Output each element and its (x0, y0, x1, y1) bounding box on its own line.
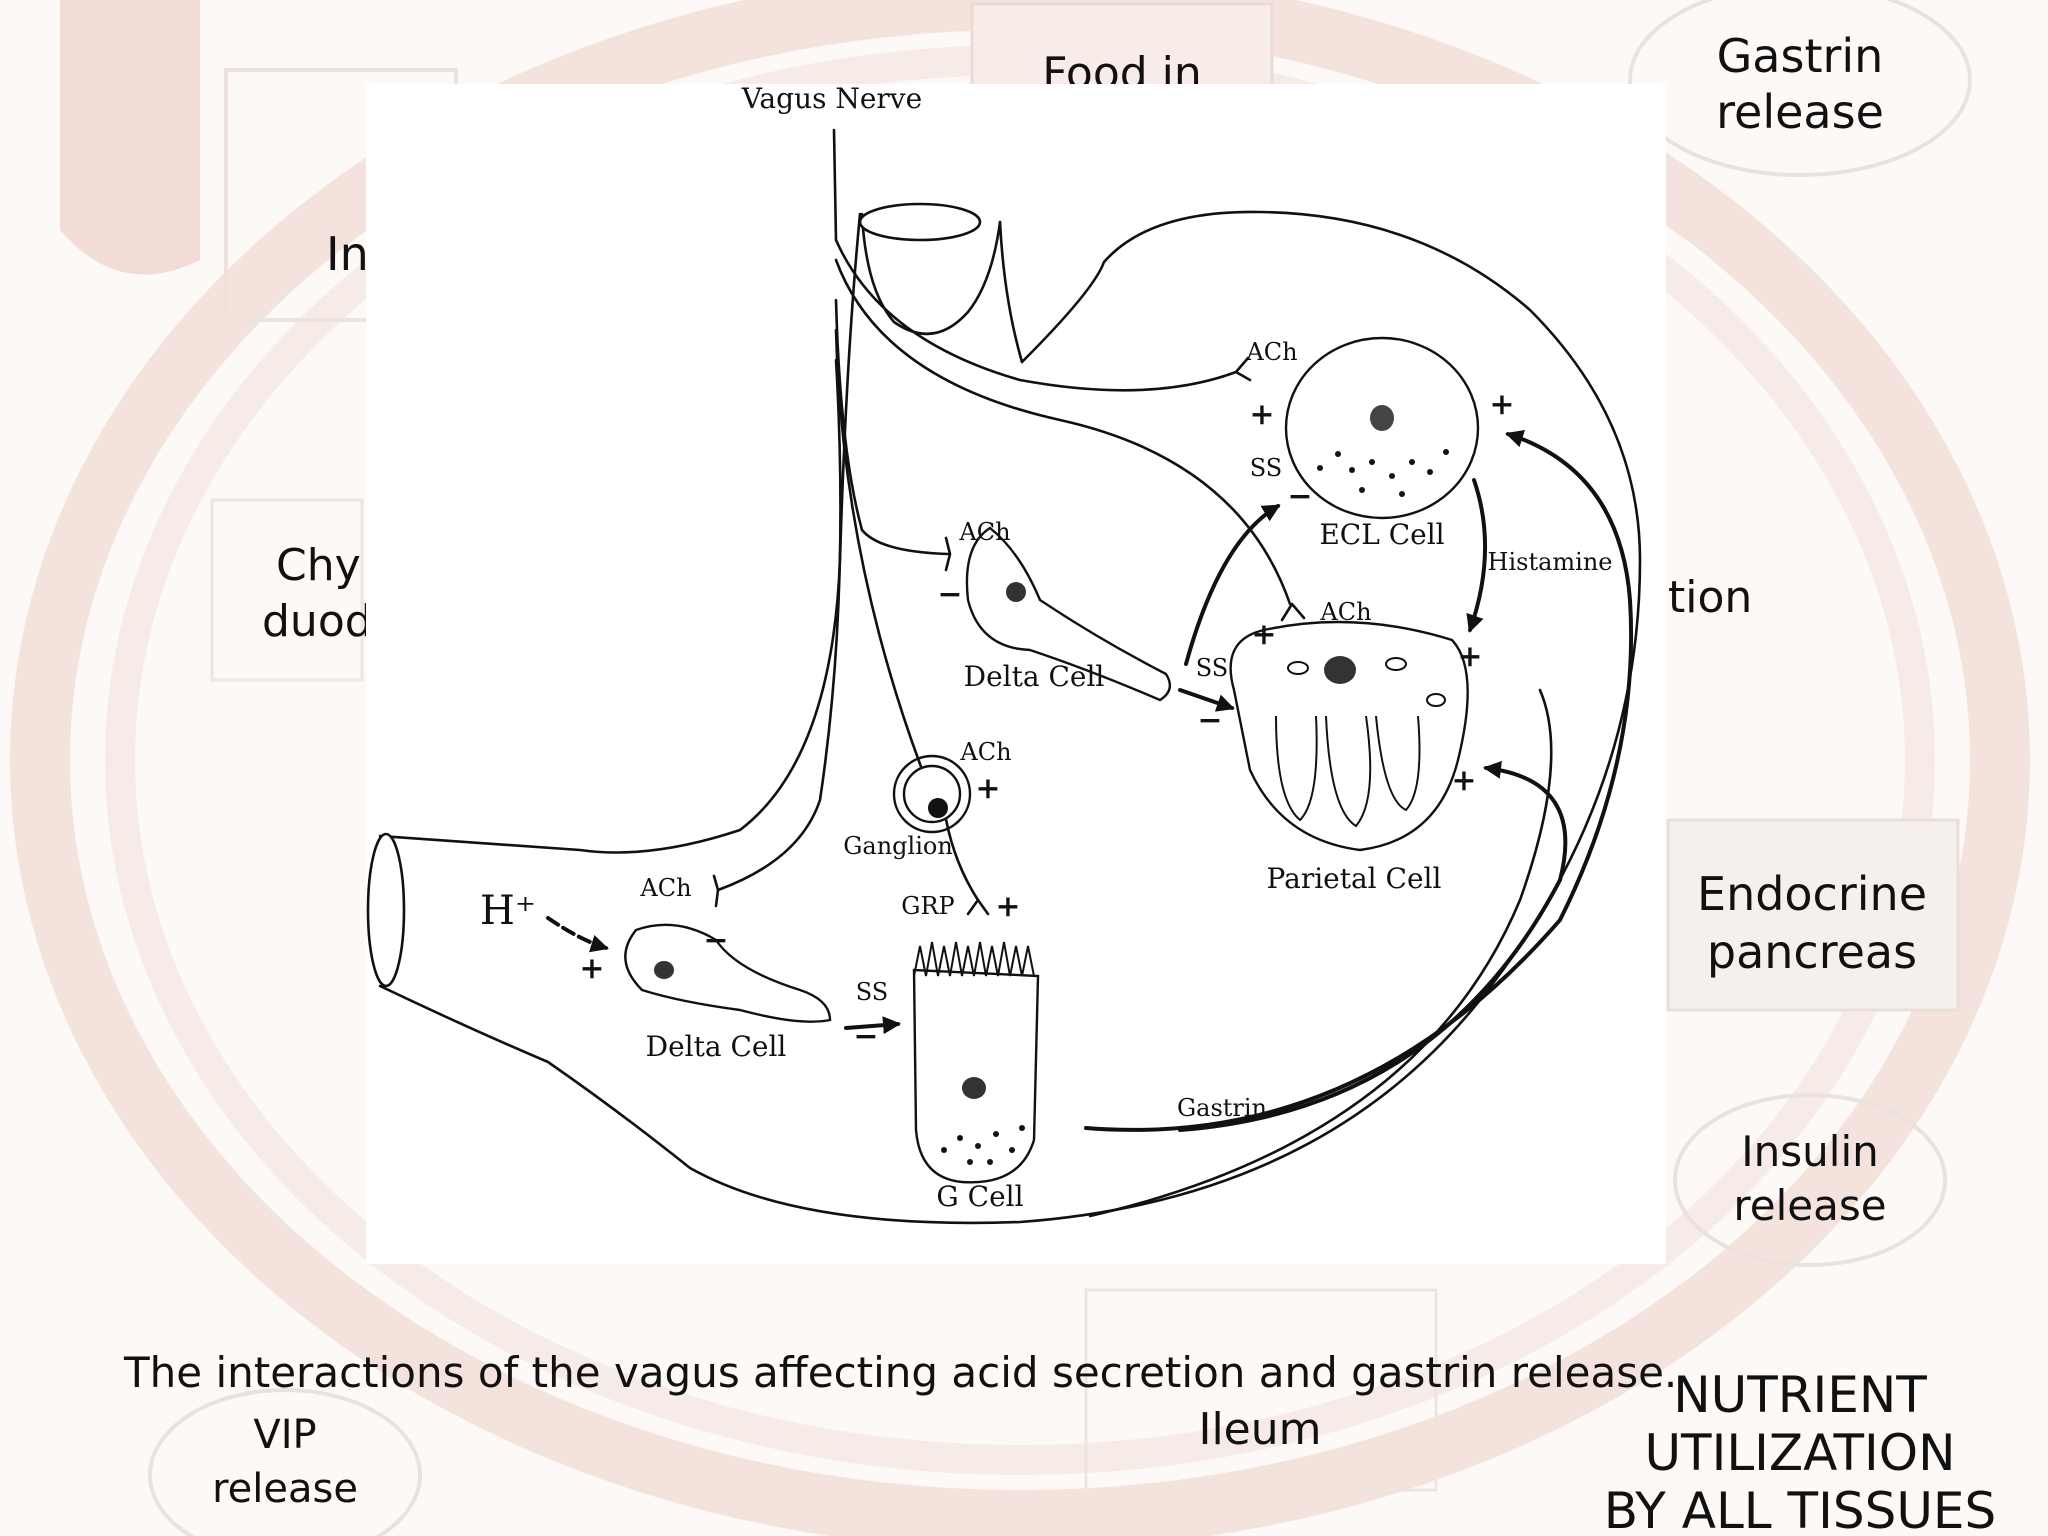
esophagus-left-wall (860, 212, 1002, 336)
gastrin-arrow-to-parietal (1178, 760, 1568, 1132)
sign-delta-lower-ach: − (703, 923, 728, 958)
ach-parietal-label: ACh (1319, 598, 1371, 626)
ganglion-label: Ganglion (843, 832, 953, 860)
vagus-branch-ecl (834, 238, 1238, 392)
delta-lower-nucleus (654, 961, 674, 979)
gastrin-arrow-to-ecl (1084, 430, 1634, 1132)
vagus-branch-delta-lower (716, 358, 842, 892)
sign-h-plus: + (579, 951, 604, 986)
bg-text-16: tion (1668, 572, 1752, 623)
vagus-branch-ganglion (834, 328, 928, 782)
vagus-branch-parietal (834, 258, 1292, 606)
bg-text-17: In (326, 227, 369, 281)
vagus-branch-delta-upper (834, 298, 950, 556)
terminal-grp (966, 898, 990, 916)
sign-parietal-ss: − (1197, 703, 1222, 738)
ecl-nucleus (1370, 405, 1394, 431)
gastrin-label: Gastrin (1177, 1094, 1267, 1122)
ecl-cell-label: ECL Cell (1319, 518, 1444, 551)
h-plus-arrow (546, 916, 609, 953)
ss-arrow-to-ecl (1184, 504, 1281, 666)
ss-lower-label: SS (856, 978, 888, 1006)
sign-ganglion-ach: + (975, 771, 1000, 806)
ach-ecl-label: ACh (1245, 338, 1297, 366)
parietal-nucleus (1324, 656, 1356, 684)
delta-cell-upper-label: Delta Cell (964, 660, 1105, 693)
grp-label: GRP (901, 892, 954, 920)
histamine-arrow (1466, 478, 1488, 633)
sign-parietal-ach: + (1251, 617, 1276, 652)
g-cell (912, 968, 1040, 1184)
h-plus-label: H⁺ (480, 888, 536, 934)
bg-text-12: BY ALL TISSUES (1604, 1482, 1997, 1536)
esophagus-right-wall (998, 220, 1024, 364)
delta-cell-lower (624, 923, 832, 1023)
pylorus-inner-line (1088, 688, 1553, 1218)
sign-ecl-ach: + (1249, 397, 1274, 432)
delta-upper-nucleus (1006, 582, 1026, 602)
terminal-ecl (1234, 356, 1252, 382)
sign-ecl-ss: − (1287, 479, 1312, 514)
bg-text-13: VIP (253, 1412, 316, 1458)
g-cell-label: G Cell (936, 1180, 1023, 1213)
delta-cell-lower-label: Delta Cell (646, 1030, 787, 1063)
parietal-cell-label: Parietal Cell (1267, 862, 1442, 895)
bg-text-15: Ileum (1198, 1404, 1321, 1455)
g-cell-microvilli (913, 941, 1035, 977)
ach-ganglion-label: ACh (959, 738, 1011, 766)
histamine-label: Histamine (1488, 548, 1613, 576)
terminal-delta-upper (944, 536, 952, 572)
sign-ecl-gastrin: + (1489, 387, 1514, 422)
ss-ecl-label: SS (1250, 454, 1282, 482)
vagus-trunk (832, 128, 838, 242)
sign-grp: + (995, 889, 1020, 924)
bg-text-6: Endocrine (1697, 867, 1927, 921)
ss-arrow-to-gcell (844, 1016, 901, 1035)
esophagus-opening (858, 202, 982, 242)
bg-text-10: NUTRIENT (1673, 1366, 1927, 1424)
ach-delta-lower-label: ACh (639, 874, 691, 902)
bg-text-11: UTILIZATION (1644, 1424, 1955, 1482)
delta-cell-upper (965, 526, 1172, 702)
sign-g-cell-ss: − (853, 1019, 878, 1054)
bg-text-8: Insulin (1741, 1127, 1878, 1176)
bg-text-7: pancreas (1707, 925, 1917, 979)
sign-delta-upper-ach: − (937, 577, 962, 612)
ecl-granules (1349, 467, 1355, 473)
bg-text-9: release (1733, 1181, 1886, 1230)
terminal-delta-lower (712, 874, 720, 908)
stomach-inner-wall (378, 212, 862, 854)
bg-text-5: duod (262, 596, 373, 647)
bg-text-4: Chy (276, 540, 361, 591)
duodenum-opening (366, 832, 406, 988)
ss-arrow-to-parietal (1178, 688, 1235, 712)
bg-text-14: release (212, 1466, 358, 1512)
ss-upper-label: SS (1196, 654, 1228, 682)
bg-text-2: release (1716, 85, 1884, 139)
ach-delta-upper-label: ACh (958, 518, 1010, 546)
figure-caption: The interactions of the vagus affecting … (124, 1348, 1678, 1397)
ganglion-nucleus (928, 798, 948, 818)
g-cell-nucleus (962, 1077, 986, 1099)
terminal-parietal (1280, 602, 1306, 622)
sign-parietal-histamine: + (1457, 639, 1482, 674)
bg-text-1: Gastrin (1717, 29, 1884, 83)
parietal-cell (1229, 620, 1469, 852)
vagus-nerve-label: Vagus Nerve (741, 82, 922, 115)
ganglion-ring (892, 754, 972, 834)
parietal-canaliculi (1275, 715, 1318, 822)
sign-parietal-gastrin: + (1451, 763, 1476, 798)
